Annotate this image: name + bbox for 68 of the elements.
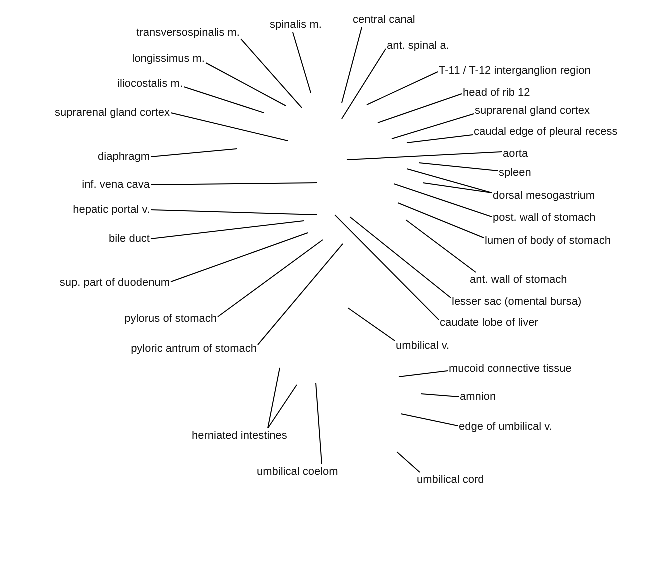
leader-line <box>418 162 498 172</box>
leader-line <box>150 148 238 158</box>
leader-line <box>342 27 362 104</box>
leader-line <box>170 232 308 282</box>
leader-line <box>334 214 440 320</box>
part-label: caudate lobe of liver <box>440 316 538 330</box>
part-label: head of rib 12 <box>463 86 530 100</box>
leader-line <box>392 114 474 140</box>
part-label: longissimus m. <box>132 52 205 66</box>
part-label: pylorus of stomach <box>124 312 217 326</box>
leader-line <box>406 134 474 144</box>
leader-line <box>398 370 448 378</box>
part-label: edge of umbilical v. <box>459 420 552 434</box>
part-label: hepatic portal v. <box>73 204 150 216</box>
part-label: sup. part of duodenum <box>60 276 170 290</box>
leader-line <box>420 394 460 398</box>
part-label: post. wall of stomach <box>493 212 596 224</box>
part-label: T-11 / T-12 interganglion region <box>439 64 591 78</box>
part-label: central canal <box>353 14 416 26</box>
leader-line <box>422 182 492 194</box>
part-label: iliocostalis m. <box>118 78 183 90</box>
part-label: transversospinalis m. <box>136 26 240 40</box>
part-label: spleen <box>499 166 532 180</box>
leader-line <box>406 168 492 194</box>
leader-line <box>184 86 264 114</box>
leader-line <box>398 202 484 238</box>
leader-line <box>342 48 386 120</box>
part-label: aorta <box>503 148 528 160</box>
part-label: ant. spinal a. <box>387 40 450 52</box>
part-label: diaphragm <box>98 150 150 164</box>
leader-line <box>268 368 280 429</box>
leader-line <box>206 62 286 106</box>
leader-line <box>346 152 502 160</box>
part-label: lumen of body of stomach <box>485 234 611 248</box>
part-label: lesser sac (omental bursa) <box>452 296 582 308</box>
part-label: caudal edge of pleural recess <box>474 126 618 138</box>
leader-line <box>170 112 288 142</box>
leader-line <box>150 182 318 186</box>
part-label: suprarenal gland cortex <box>55 106 170 120</box>
part-label: ant. wall of stomach <box>470 274 568 286</box>
leader-line <box>268 384 298 429</box>
part-label: bile duct <box>109 232 150 246</box>
leader-line <box>218 240 324 318</box>
part-label: mucoid connective tissue <box>449 362 572 376</box>
leader-line <box>394 184 492 218</box>
part-label: herniated intestines <box>192 430 288 442</box>
leader-line <box>400 414 458 426</box>
part-label: suprarenal gland cortex <box>475 104 590 118</box>
leader-line <box>348 308 396 342</box>
leader-line <box>150 220 304 240</box>
part-label: umbilical cord <box>417 474 484 486</box>
leader-line <box>150 210 318 216</box>
leader-line <box>350 216 452 298</box>
leader-line <box>378 94 462 124</box>
part-label: umbilical v. <box>396 340 450 352</box>
leader-line <box>258 244 344 346</box>
leader-line <box>396 452 420 473</box>
part-label: inf. vena cava <box>82 178 150 192</box>
leader-line <box>292 32 312 94</box>
part-label: amnion <box>460 390 496 404</box>
part-label: pyloric antrum of stomach <box>131 342 257 356</box>
leader-line <box>316 382 322 465</box>
leader-line <box>366 72 438 106</box>
part-label: spinalis m. <box>270 18 322 32</box>
leader-line <box>240 38 302 108</box>
part-label: dorsal mesogastrium <box>493 190 596 202</box>
leader-line <box>406 220 476 273</box>
part-label: umbilical coelom <box>257 466 338 478</box>
